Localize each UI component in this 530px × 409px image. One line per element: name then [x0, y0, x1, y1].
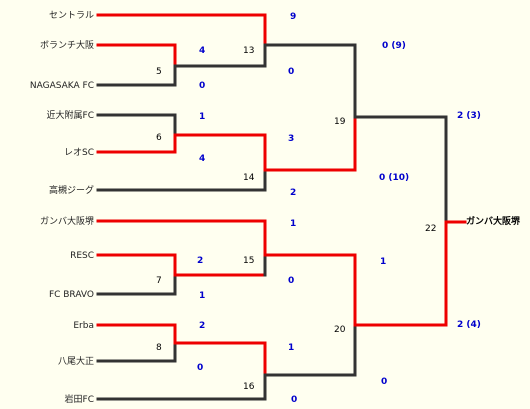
score: 0	[381, 377, 388, 387]
team-label: ボランチ大阪	[39, 41, 94, 51]
score: 0 (9)	[382, 41, 406, 51]
team-label: 近大附属FC	[46, 111, 94, 121]
score: 1	[288, 343, 295, 353]
team-label: RESC	[70, 251, 94, 261]
score: 2	[199, 321, 206, 331]
team-label: 岩田FC	[64, 395, 94, 405]
team-label: レオSC	[64, 148, 94, 158]
score: 0 (10)	[379, 173, 410, 183]
score: 2 (4)	[457, 320, 481, 330]
match-number: 19	[334, 117, 346, 127]
score: 2	[290, 188, 297, 198]
team-label: FC BRAVO	[48, 290, 94, 300]
champion-label: ガンバ大阪堺	[466, 217, 521, 227]
match-number: 7	[156, 276, 162, 286]
score: 4	[199, 46, 206, 56]
score: 0	[199, 81, 206, 91]
score: 0	[288, 276, 295, 286]
match-number: 5	[156, 67, 162, 77]
team-label: ガンバ大阪堺	[39, 217, 94, 227]
match-number: 8	[156, 343, 162, 353]
score: 9	[290, 12, 297, 22]
match-number: 13	[243, 46, 255, 56]
team-label: NAGASAKA FC	[29, 81, 94, 91]
score: 3	[288, 134, 295, 144]
score: 1	[199, 112, 206, 122]
match-number: 20	[334, 325, 346, 335]
match-number: 14	[243, 173, 255, 183]
score: 0	[291, 395, 298, 405]
match-number: 22	[425, 224, 437, 234]
team-label: 八尾大正	[57, 357, 94, 367]
score: 0	[288, 67, 295, 77]
match-number: 6	[156, 133, 162, 143]
match-number: 15	[243, 256, 255, 266]
score: 1	[199, 291, 206, 301]
score: 1	[380, 257, 387, 267]
team-label: セントラル	[48, 11, 94, 21]
team-label: Erba	[73, 321, 94, 331]
score: 4	[199, 154, 206, 164]
match-number: 16	[243, 382, 255, 392]
score: 2 (3)	[457, 111, 481, 121]
score: 1	[290, 219, 297, 229]
team-label: 高槻ジーグ	[48, 186, 94, 196]
score: 0	[197, 363, 204, 373]
score: 2	[197, 256, 204, 266]
